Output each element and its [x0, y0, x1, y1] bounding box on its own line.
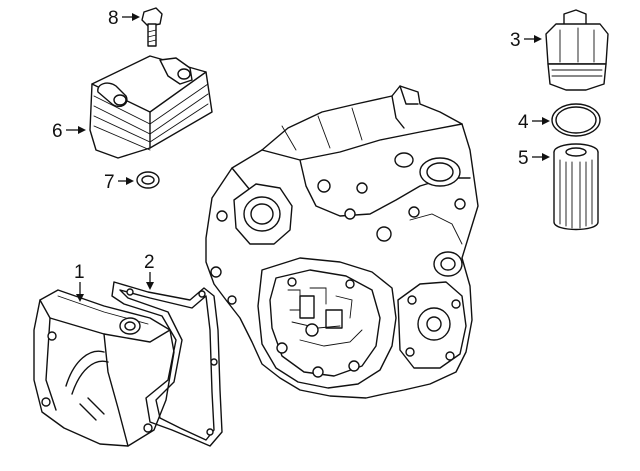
callout-2: 2 [144, 252, 155, 290]
oil-cooler [89, 55, 213, 159]
callout-6-number: 6 [52, 121, 63, 142]
callout-5-number: 5 [518, 148, 529, 169]
callout-8: 8 [108, 8, 140, 29]
callout-7: 7 [104, 172, 134, 193]
callout-2-number: 2 [144, 252, 155, 273]
transmission-housing [205, 85, 479, 399]
callout-8-number: 8 [108, 8, 119, 29]
filter-housing-cap [545, 9, 609, 91]
callout-5: 5 [518, 148, 550, 169]
seal-ring [136, 171, 160, 189]
callout-6: 6 [52, 121, 86, 142]
callout-1: 1 [74, 262, 85, 302]
callout-4: 4 [518, 112, 550, 133]
callout-4-number: 4 [518, 112, 529, 133]
callout-3-number: 3 [510, 30, 521, 51]
oil-pan [33, 289, 175, 447]
oil-pan-gasket [111, 281, 223, 447]
o-ring [551, 103, 601, 137]
bolt [141, 7, 163, 47]
callout-1-number: 1 [74, 262, 85, 283]
filter-element [553, 143, 599, 231]
callout-3: 3 [510, 30, 542, 51]
callout-7-number: 7 [104, 172, 115, 193]
